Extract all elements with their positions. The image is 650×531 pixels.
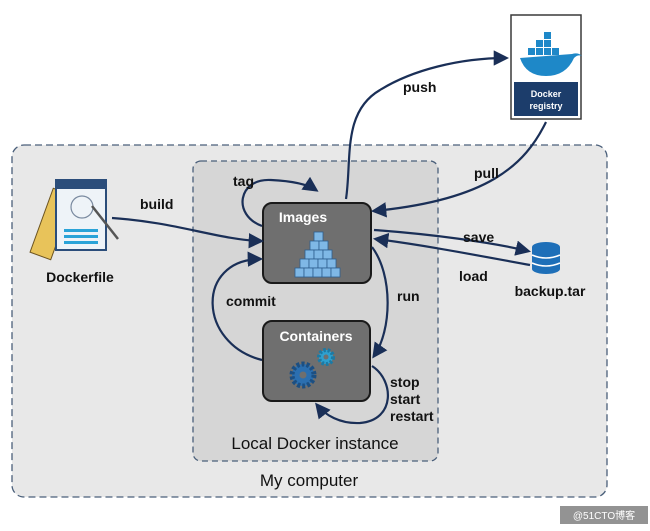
my-computer-label: My computer: [260, 471, 359, 490]
dockerfile-label: Dockerfile: [46, 269, 114, 285]
watermark: @51CTO博客: [573, 509, 635, 522]
gears-icon: [289, 348, 335, 389]
backup-node: backup.tar: [515, 242, 586, 299]
build-arrow: [111, 216, 265, 249]
dockerfile-icon: [29, 179, 119, 261]
docker-whale-icon: [520, 32, 582, 76]
backup-label: backup.tar: [515, 283, 586, 299]
images-label: Images: [279, 209, 327, 225]
build-label: build: [140, 196, 173, 212]
start-label: start: [390, 391, 421, 407]
docker-registry: Docker registry: [510, 14, 582, 120]
commit-label: commit: [226, 293, 276, 309]
pull-arrow: [370, 121, 547, 218]
registry-label-line2: registry: [529, 101, 562, 111]
save-label: save: [463, 229, 494, 245]
commit-arrow: [211, 251, 264, 362]
dockerfile-node: Dockerfile: [29, 179, 119, 285]
run-label: run: [397, 288, 420, 304]
images-node: Images: [262, 202, 372, 284]
save-arrow: [373, 228, 531, 256]
tag-arrow: [241, 176, 319, 228]
pull-label: pull: [474, 165, 499, 181]
tag-label: tag: [233, 173, 254, 189]
run-arrow: [371, 246, 389, 359]
database-icon: [531, 242, 561, 274]
containers-node: Containers: [262, 320, 371, 402]
containers-label: Containers: [279, 328, 352, 344]
restart-label: restart: [390, 408, 434, 424]
push-arrow: [344, 50, 510, 200]
load-arrow: [372, 232, 531, 267]
local-instance-label: Local Docker instance: [231, 434, 398, 453]
stop-label: stop: [390, 374, 420, 390]
image-layers-icon: [294, 231, 341, 278]
stop-start-arrow: [315, 365, 390, 425]
push-label: push: [403, 79, 436, 95]
registry-label-line1: Docker: [531, 89, 562, 99]
load-label: load: [459, 268, 488, 284]
watermark-bg: [560, 506, 648, 524]
